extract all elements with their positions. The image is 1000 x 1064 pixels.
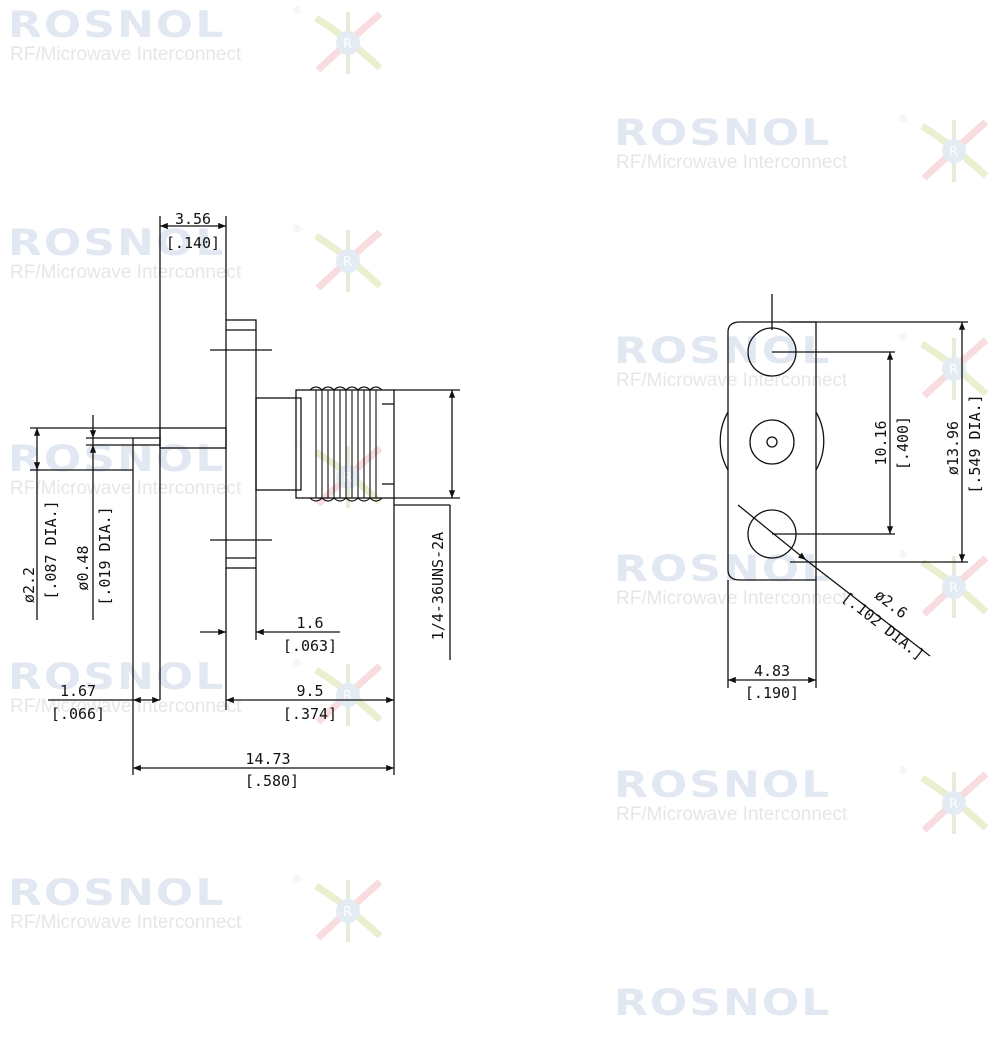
front-view — [719, 294, 968, 688]
connector-drawing: 3.56 [.140] ø2.2 [.087 DIA.] ø0.48 [.019… — [20, 210, 984, 790]
center-pin — [132, 437, 161, 446]
flange-face — [727, 321, 817, 581]
overall-length-mm: 14.73 — [245, 750, 290, 768]
flange-width-mm: 4.83 — [754, 662, 790, 680]
pin-length-inch: [.066] — [51, 705, 105, 723]
thread-spec: 1/4-36UNS-2A — [429, 532, 447, 640]
side-view — [30, 216, 460, 775]
pin-length-mm: 1.67 — [60, 682, 96, 700]
hole-spacing-inch: [.400] — [894, 416, 912, 470]
body-dia-inch: [.087 DIA.] — [42, 500, 60, 599]
center-contact — [749, 419, 795, 465]
step-inch: [.063] — [283, 637, 337, 655]
threaded-body — [295, 389, 395, 499]
hole-spacing-mm: 10.16 — [872, 420, 890, 465]
flange-thickness-inch: [.140] — [166, 234, 220, 252]
pin-dia-mm: ø0.48 — [74, 545, 92, 590]
overall-length-inch: [.580] — [245, 772, 299, 790]
flange-outline — [225, 319, 257, 569]
flange-thickness-mm: 3.56 — [175, 210, 211, 228]
flange-dia-mm: ø13.96 — [944, 421, 962, 475]
step-mm: 1.6 — [296, 614, 323, 632]
body-length-inch: [.374] — [283, 705, 337, 723]
body-dia-mm: ø2.2 — [20, 567, 38, 603]
center-pin-face — [766, 436, 778, 448]
pin-dia-inch: [.019 DIA.] — [96, 506, 114, 605]
flange-dia-inch: [.549 DIA.] — [966, 394, 984, 493]
flange-width-inch: [.190] — [745, 684, 799, 702]
dielectric-body — [159, 427, 227, 449]
body-length-mm: 9.5 — [296, 682, 323, 700]
drawing-sheet: ROSNOL ® RF/Microwave Interconnect R ROS… — [8, 6, 989, 1023]
